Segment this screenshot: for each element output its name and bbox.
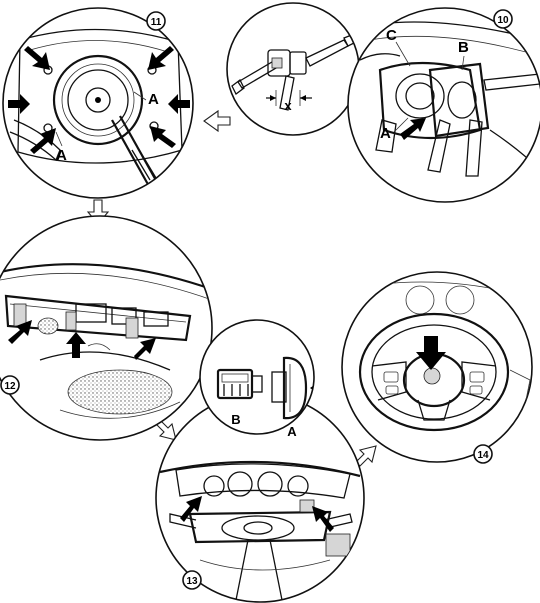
sequence-arrow-12-to-13 (155, 419, 177, 441)
panel-13: 13 (155, 393, 365, 603)
label-dimension-x: x (284, 98, 292, 113)
panel-11: A A 11 (2, 7, 194, 199)
arrow-14-down (416, 336, 446, 370)
step-number-10: 10 (497, 15, 509, 26)
panel-10: C B A 10 (347, 7, 540, 203)
label-11-a: A (148, 91, 159, 108)
label-10-c: C (386, 27, 397, 44)
arrow-12-right (134, 338, 156, 360)
arrow-13-left (180, 496, 202, 522)
step-number-13: 13 (186, 576, 198, 587)
arrow-12-center (66, 332, 86, 358)
panel-12: 12 (0, 215, 213, 441)
arrow-11-bl (30, 128, 56, 154)
step-number-12: 12 (4, 381, 16, 392)
label-connector-a: A (287, 424, 297, 439)
sequence-arrow-13-to-14 (355, 445, 377, 467)
arrow-12-left (8, 320, 32, 344)
panel-14: 14 (341, 271, 533, 464)
label-connector-b: B (231, 412, 240, 427)
arrow-11-tl (24, 46, 50, 70)
step-number-14: 14 (477, 450, 489, 461)
label-10-b: B (458, 39, 469, 56)
arrow-11-br (150, 126, 176, 148)
panel-connector-detail: B A (199, 319, 315, 439)
label-10-a: A (380, 125, 391, 142)
label-11-a-lower: A (56, 147, 67, 164)
step-number-11: 11 (151, 17, 162, 28)
sequence-arrow-10-to-11 (203, 109, 231, 133)
arrow-11-tr (148, 46, 174, 70)
panel-switch-detail: x (226, 2, 360, 136)
arrow-13-right (312, 506, 334, 532)
